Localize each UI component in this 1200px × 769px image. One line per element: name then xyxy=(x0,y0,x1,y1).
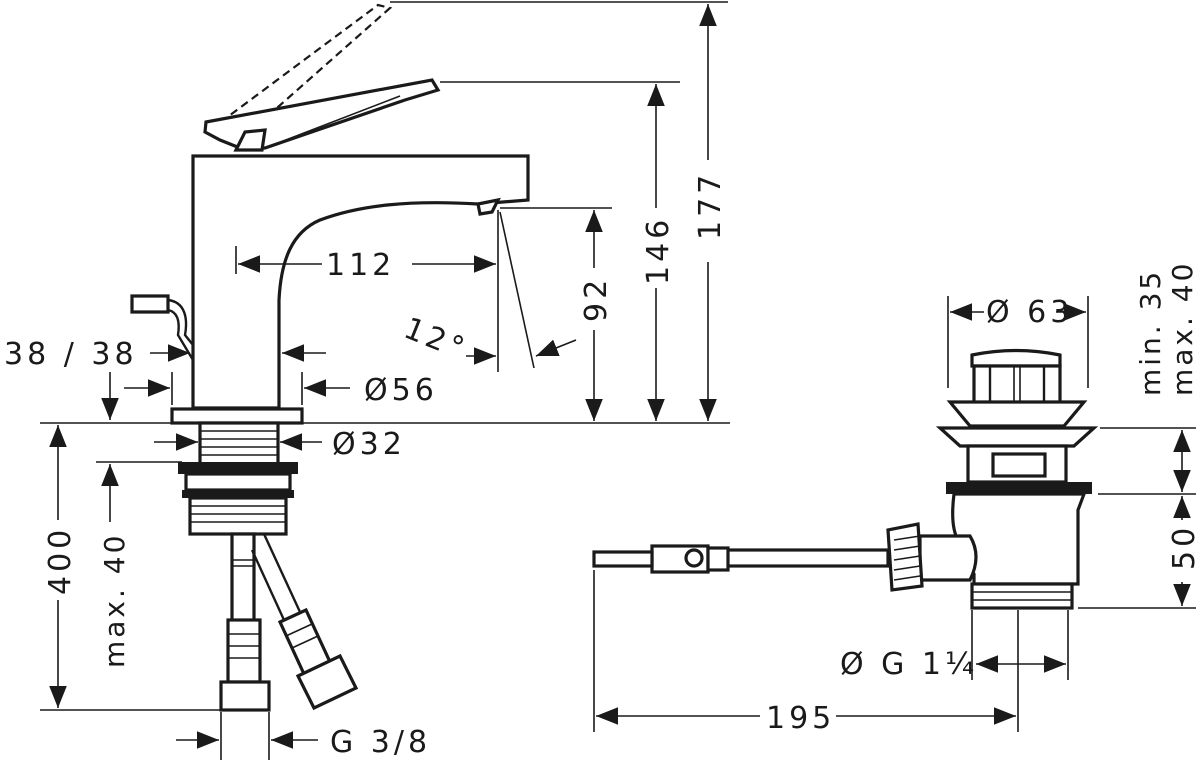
supply-hoses xyxy=(219,532,359,712)
label-max40-faucet: max. 40 xyxy=(98,533,131,668)
faucet-drawing xyxy=(130,3,530,712)
connector-nut xyxy=(886,522,924,592)
dimension-lines xyxy=(49,4,717,749)
waste-extension-lines xyxy=(593,296,1196,732)
label-195: 195 xyxy=(766,701,835,736)
popup-knob xyxy=(130,294,170,314)
waste-washer xyxy=(946,482,1092,494)
label-112: 112 xyxy=(326,248,395,283)
waste-drawing xyxy=(592,348,1099,610)
waste-tailpiece xyxy=(970,582,1074,610)
waste-window xyxy=(991,452,1047,478)
label-dia32: Ø32 xyxy=(332,427,406,462)
label-g38: G 3/8 xyxy=(330,725,431,760)
threaded-shank xyxy=(178,421,298,536)
label-177: 177 xyxy=(693,171,728,240)
label-400: 400 xyxy=(43,526,78,595)
label-g114: Ø G 1¼ xyxy=(840,647,978,682)
plug-stem xyxy=(972,364,1062,406)
extension-lines xyxy=(40,1,730,760)
faucet-body xyxy=(191,154,530,410)
label-max40-waste: max. 40 xyxy=(1166,261,1199,396)
aerator xyxy=(476,197,501,216)
waste-labels: Ø 63 min. 35 max. 40 50 Ø G 1¼ 195 xyxy=(766,261,1200,736)
label-50: 50 xyxy=(1167,524,1200,570)
label-dia63: Ø 63 xyxy=(986,295,1073,330)
lever-neck xyxy=(233,128,267,152)
label-38-38: 38 / 38 xyxy=(4,337,138,372)
label-min35: min. 35 xyxy=(1134,269,1167,396)
label-12deg: 12° xyxy=(399,311,473,368)
waste-dimension-lines xyxy=(596,303,1191,725)
waste-side-connector xyxy=(918,534,978,582)
label-146: 146 xyxy=(641,216,676,285)
lever xyxy=(203,78,441,150)
label-dia56: Ø56 xyxy=(364,373,438,408)
cable-rod xyxy=(592,550,654,568)
plug-cap xyxy=(970,348,1062,368)
bowden-cable xyxy=(724,548,890,568)
lever-open-outline xyxy=(208,3,393,147)
waste-flange xyxy=(946,400,1088,428)
base-plate xyxy=(170,407,304,425)
label-92: 92 xyxy=(579,276,614,322)
faucet-labels: 112 146 177 92 12° 38 / 38 Ø56 Ø32 max. … xyxy=(4,171,728,760)
